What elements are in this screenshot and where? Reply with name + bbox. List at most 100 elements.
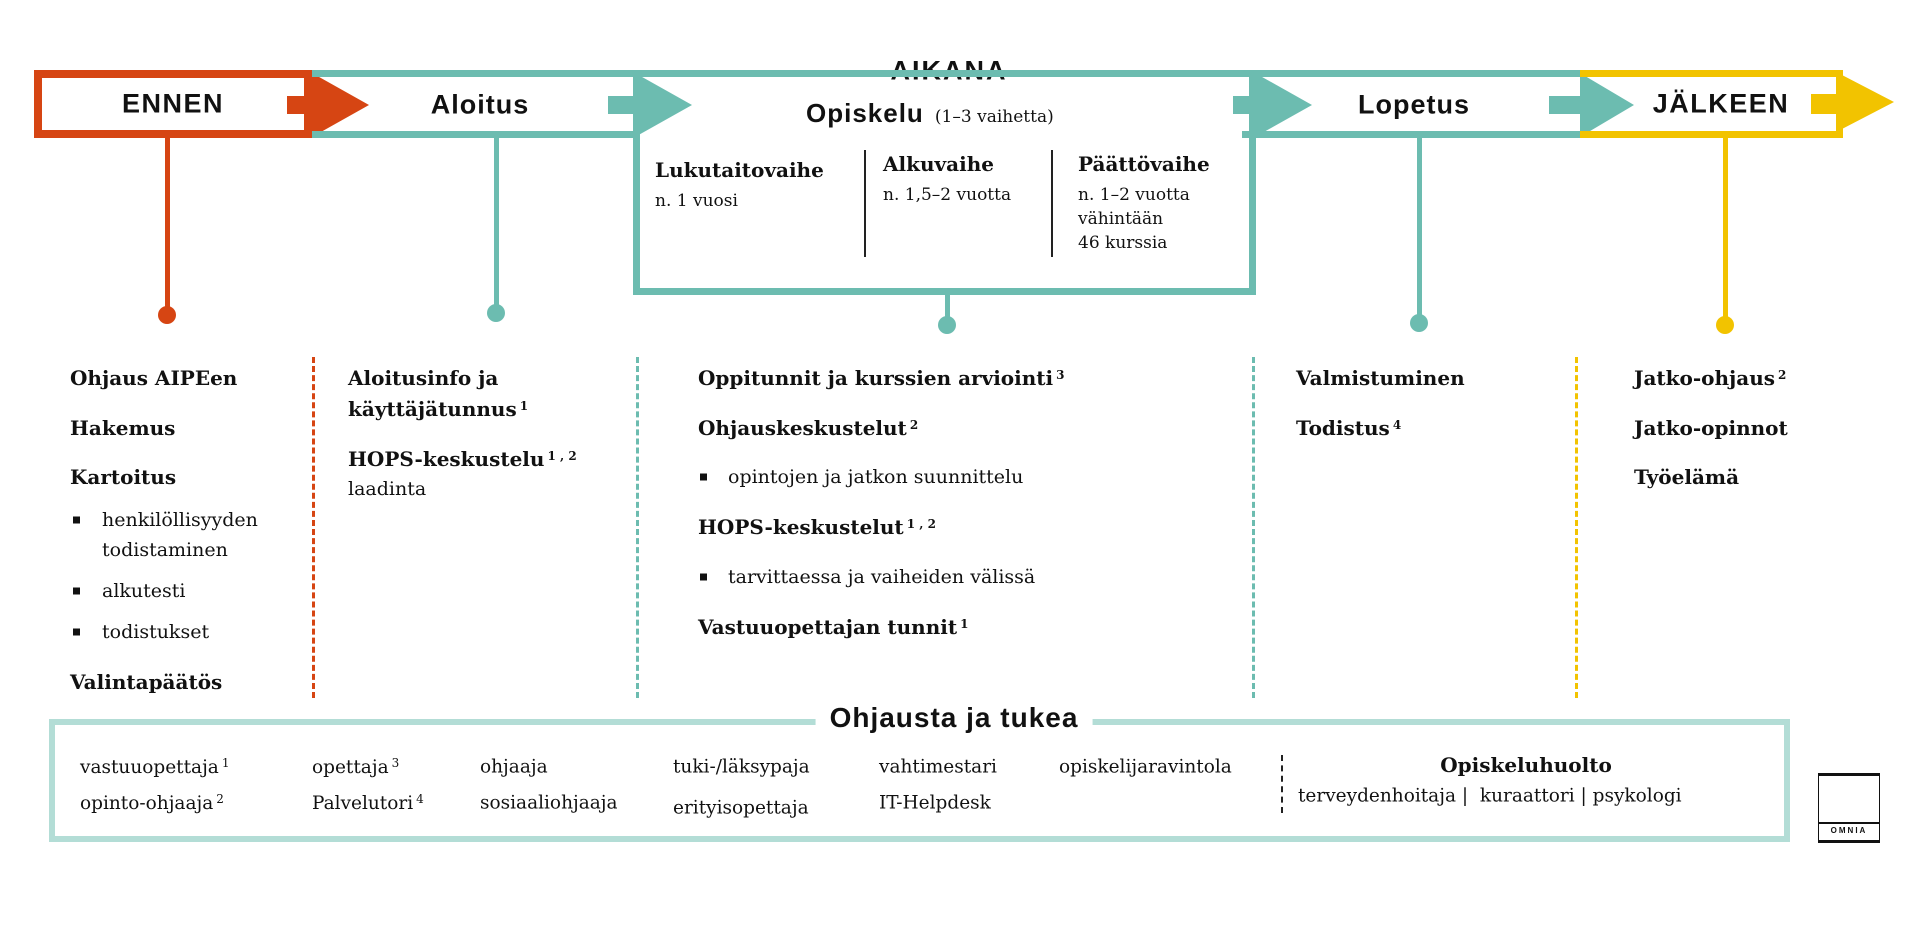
jalkeen-top-line	[1580, 70, 1843, 77]
ennen-subitem: alkutesti	[102, 580, 186, 602]
phase-title: Lukutaitovaihe	[655, 158, 824, 182]
opiskelu-note: (1–3 vaihetta)	[934, 107, 1054, 127]
footnote: 2	[1778, 368, 1787, 382]
opiskelu-subitem: opintojen ja jatkon suunnittelu	[728, 466, 1024, 488]
aloitus-subitem: laadinta	[348, 478, 427, 500]
support-item: opiskelijaravintola	[1059, 756, 1232, 778]
aloitus-arrow-icon	[635, 73, 692, 137]
aikana-top-line-left	[312, 70, 863, 77]
opiskelu-connector	[945, 288, 950, 325]
column-divider	[312, 357, 315, 698]
footnote: 3	[391, 756, 400, 770]
ennen-connector	[165, 138, 170, 315]
aloitus-dot	[487, 304, 505, 322]
bullet-icon	[700, 473, 707, 481]
stage-ennen: ENNEN	[121, 88, 225, 119]
opiskelu-item-text: Vastuuopettajan tunnit	[698, 615, 958, 639]
footnote: 2	[909, 418, 919, 432]
jalkeen-item-text: Jatko-ohjaus	[1634, 366, 1776, 390]
footnote: 1	[960, 617, 969, 631]
support-item: erityisopettaja	[673, 797, 809, 819]
aloitus-bottom-line	[312, 131, 637, 138]
phase-desc: n. 1–2 vuotta vähintään 46 kurssia	[1078, 185, 1190, 253]
ennen-subitem: henkilöllisyyden	[102, 509, 258, 531]
ennen-subitem: todistaminen	[102, 539, 228, 561]
stage-lopetus: Lopetus	[1358, 89, 1470, 120]
footnote: 1 , 2	[547, 449, 577, 463]
logo-text: OMNIA	[1830, 826, 1868, 835]
bullet-icon	[73, 516, 80, 524]
lopetus-arrow-icon	[1580, 73, 1634, 137]
support-item-label: opettaja	[312, 757, 389, 778]
ennen-item: Valintapäätös	[70, 670, 223, 694]
care-divider	[1281, 755, 1283, 813]
jalkeen-item: Työelämä	[1634, 465, 1740, 489]
lopetus-item-text: Todistus	[1296, 416, 1390, 440]
support-item: ohjaaja	[480, 756, 548, 778]
lopetus-arrow-shaft	[1549, 96, 1582, 114]
opiskelu-arrow-icon	[1255, 73, 1312, 137]
jalkeen-arrow-icon	[1842, 75, 1894, 129]
support-item: tuki-/läksypaja	[673, 756, 810, 778]
lopetus-item: Valmistuminen	[1296, 366, 1465, 390]
jalkeen-dot	[1716, 316, 1734, 334]
column-divider	[1252, 357, 1255, 698]
bullet-icon	[73, 628, 80, 636]
ennen-item: Hakemus	[70, 416, 176, 440]
care-title: Opiskeluhuolto	[1440, 753, 1612, 777]
opiskelu-item-text: Ohjauskeskustelut	[698, 416, 907, 440]
ennen-subitem: todistukset	[102, 621, 210, 643]
phase-divider	[864, 150, 866, 257]
phase-title: Päättövaihe	[1078, 152, 1210, 176]
opiskelu-dot	[938, 316, 956, 334]
footnote: 2	[216, 792, 224, 806]
aloitus-item-text: käyttäjätunnus	[348, 397, 517, 421]
lopetus-connector	[1417, 138, 1422, 323]
jalkeen-arrow-shaft	[1811, 94, 1843, 114]
support-item: IT-Helpdesk	[879, 792, 991, 814]
lopetus-dot	[1410, 314, 1428, 332]
phase-title: Alkuvaihe	[883, 152, 994, 176]
ennen-arrow-shaft	[287, 96, 314, 114]
jalkeen-bottom-line	[1580, 131, 1843, 138]
care-items: terveydenhoitaja | kuraattori | psykolog…	[1298, 785, 1682, 807]
ennen-item: Kartoitus	[70, 465, 177, 489]
footnote: 4	[416, 792, 424, 806]
aloitus-connector	[494, 138, 499, 313]
jalkeen-item: Jatko-opinnot	[1634, 416, 1788, 440]
opiskelu-item-text: HOPS-keskustelut	[698, 515, 904, 539]
column-divider	[1575, 357, 1578, 698]
footnote: 4	[1392, 418, 1402, 432]
ennen-arrow-icon	[312, 73, 369, 137]
stage-aloitus: Aloitus	[430, 89, 530, 120]
column-divider	[636, 357, 639, 698]
support-box	[49, 719, 1790, 842]
ennen-dot	[158, 306, 176, 324]
stage-jalkeen: JÄLKEEN	[1652, 88, 1790, 119]
phase-desc: n. 1,5–2 vuotta	[883, 185, 1012, 205]
opiskelu-title: Opiskelu	[806, 98, 924, 128]
footnote: 1 , 2	[906, 517, 936, 531]
bullet-icon	[73, 587, 80, 595]
support-item: vahtimestari	[879, 756, 997, 778]
footnote: 1	[519, 399, 529, 413]
jalkeen-connector	[1723, 138, 1728, 325]
bullet-icon	[700, 573, 707, 581]
support-item-label: vastuuopettaja	[80, 757, 219, 778]
aloitus-arrow-shaft	[608, 96, 635, 114]
opiskelu-box	[633, 70, 1256, 295]
ennen-item: Ohjaus AIPEen	[70, 366, 238, 390]
support-title: Ohjausta ja tukea	[815, 702, 1093, 734]
